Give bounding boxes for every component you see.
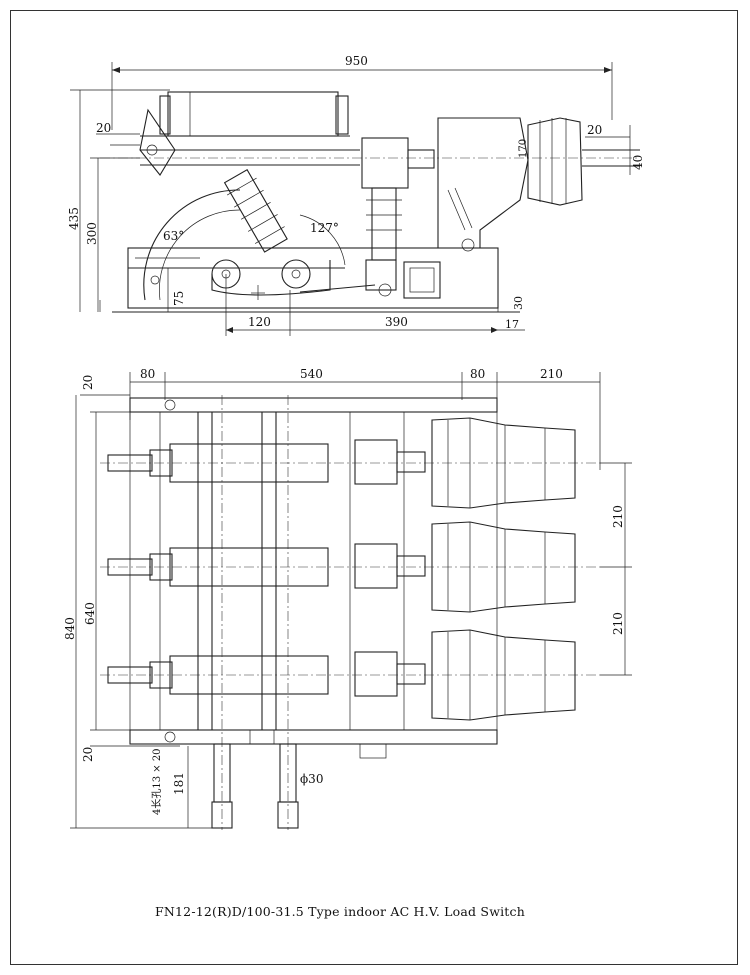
dim-right-gap: 40 [631,155,645,170]
plan-view: 80 540 80 210 20 840 640 20 [63,367,632,830]
dim-base-height: 75 [172,291,186,306]
dim-angle-right: 127° [310,221,339,235]
pole-2 [100,521,600,613]
dim-mount-a: 120 [248,315,271,329]
dim-bottom-margin: 20 [81,747,95,762]
dim-height-axis: 300 [85,222,99,245]
dim-terminal-length: 210 [540,367,563,381]
dim-right-width: 80 [470,367,485,381]
dim-overall-depth: 840 [63,617,77,640]
dim-shaft-len: 181 [172,772,186,795]
dim-height-total: 435 [67,207,81,230]
dim-right-offset: 20 [587,123,602,137]
dim-pole-spacing-a: 210 [611,505,625,528]
dim-mid-width: 540 [300,367,323,381]
side-view: 950 435 300 20 63° 127° [67,54,645,336]
dim-shaft-dia: ϕ30 [300,772,323,786]
dim-top-margin: 20 [81,375,95,390]
dim-bottom-a: 30 [512,296,525,310]
dim-frame-depth: 640 [83,602,97,625]
dim-top-offset: 20 [96,121,111,135]
dim-overall-width: 950 [345,54,368,68]
dim-left-width: 80 [140,367,155,381]
dim-mount-b: 390 [385,315,408,329]
dim-pole-spacing-b: 210 [611,612,625,635]
dim-hole-spec: 4长孔13 × 20 [151,748,163,815]
drawing-caption: FN12-12(R)D/100-31.5 Type indoor AC H.V.… [155,904,525,919]
dim-bottom-b: 17 [505,318,519,331]
dim-angle-left: 63° [163,229,184,243]
pole-3 [100,629,600,721]
dim-insulator-angle: 170 [518,139,529,158]
pole-1 [100,417,600,509]
drawing-border [10,10,738,965]
